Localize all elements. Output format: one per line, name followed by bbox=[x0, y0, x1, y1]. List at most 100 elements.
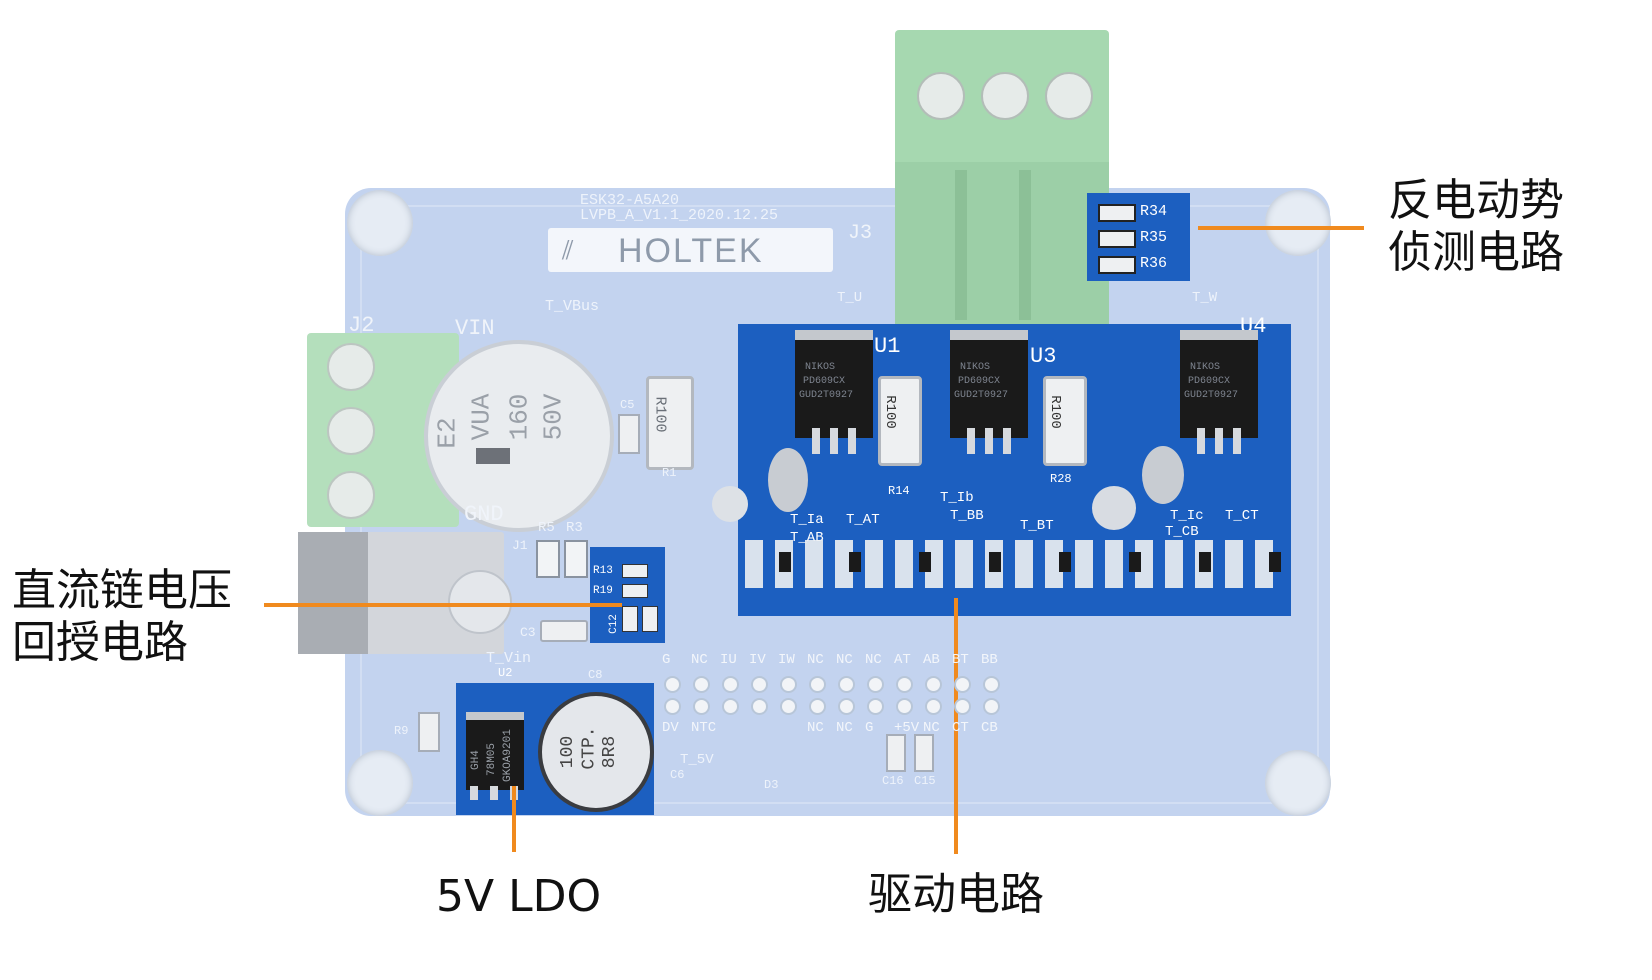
pin-header bbox=[660, 650, 1000, 730]
ldo-chip: GH4 78M05 GKOA9201 bbox=[466, 712, 524, 790]
resistor-r3 bbox=[564, 540, 588, 578]
terminal-front-face bbox=[895, 162, 1109, 328]
vin-label: VIN bbox=[455, 316, 495, 341]
c6-label: C6 bbox=[670, 768, 685, 782]
header-pin bbox=[693, 676, 710, 693]
smd-part bbox=[642, 606, 658, 632]
solder-joint bbox=[1142, 446, 1184, 504]
tct-label: T_CT bbox=[1225, 508, 1259, 524]
mounting-hole-bottom-left bbox=[347, 750, 413, 816]
header-pin bbox=[693, 698, 710, 715]
header-top-label: IW bbox=[778, 652, 795, 668]
t5v-label: T_5V bbox=[680, 752, 714, 768]
tw-label: T_W bbox=[1192, 290, 1218, 306]
small-cap-line3: 8R8 bbox=[600, 735, 621, 769]
header-top-label: NC bbox=[836, 652, 853, 668]
r1-label: R1 bbox=[662, 466, 677, 480]
tcb-label: T_CB bbox=[1165, 524, 1199, 540]
terminal-divider bbox=[1019, 170, 1031, 320]
tic-label: T_Ic bbox=[1170, 508, 1204, 524]
header-bottom-label: CB bbox=[981, 720, 998, 736]
callout-dclink-line1: 直流链电压 bbox=[12, 565, 232, 616]
header-bottom-label: NC bbox=[836, 720, 853, 736]
c16-label: C16 bbox=[882, 774, 904, 788]
screw-icon bbox=[327, 343, 375, 391]
header-pin bbox=[838, 698, 855, 715]
header-bottom-label: NTC bbox=[691, 720, 717, 736]
board-version-label: LVPB_A_V1.1_2020.12.25 bbox=[580, 207, 779, 224]
dc-jack-body bbox=[298, 532, 368, 654]
tat-label: T_AT bbox=[846, 512, 880, 528]
header-pin bbox=[983, 676, 1000, 693]
u1-label: U1 bbox=[874, 334, 901, 359]
mosfet-text-3: GUD2T0927 bbox=[799, 390, 854, 401]
header-pin bbox=[664, 676, 681, 693]
tu-label: T_U bbox=[837, 290, 863, 306]
electrolytic-capacitor-large bbox=[424, 340, 614, 532]
terminal-divider bbox=[955, 170, 967, 320]
r34-label: R34 bbox=[1140, 203, 1168, 220]
header-top-label: BT bbox=[952, 652, 969, 668]
r3-label: R3 bbox=[566, 520, 583, 536]
mosfet-legs bbox=[967, 428, 1011, 454]
callout-line-bemf bbox=[1198, 226, 1364, 230]
smd-part bbox=[622, 584, 648, 598]
r100-label: R100 bbox=[651, 396, 669, 433]
holtek-logo-mark: ⫽ bbox=[562, 236, 574, 266]
header-bottom-label: NC bbox=[923, 720, 940, 736]
header-pin bbox=[838, 676, 855, 693]
callout-line-dclink bbox=[264, 603, 622, 607]
header-top-label: NC bbox=[807, 652, 824, 668]
smd-part bbox=[1098, 204, 1136, 222]
holtek-logo: ⫽ HOLTEK bbox=[548, 228, 833, 272]
mosfet-text-3: GUD2T0927 bbox=[1184, 390, 1239, 401]
r13-label: R13 bbox=[593, 565, 613, 577]
j3-label: J3 bbox=[848, 222, 873, 245]
resistor-r9 bbox=[418, 712, 440, 752]
capacitor-c15 bbox=[914, 734, 934, 772]
solder-joint bbox=[768, 448, 808, 512]
header-top-label: BB bbox=[981, 652, 998, 668]
smd-part bbox=[622, 606, 638, 632]
header-pin bbox=[896, 676, 913, 693]
mounting-hole-top-right bbox=[1265, 190, 1331, 256]
header-top-label: IU bbox=[720, 652, 737, 668]
mosfet-legs bbox=[1197, 428, 1241, 454]
u3-label: U3 bbox=[1030, 344, 1057, 369]
screw-icon bbox=[917, 72, 965, 120]
r36-label: R36 bbox=[1140, 255, 1168, 272]
ldo-text-3: GKOA9201 bbox=[502, 729, 514, 782]
header-pin bbox=[954, 676, 971, 693]
r100-label: R100 bbox=[881, 395, 898, 429]
capacitor-c16 bbox=[886, 734, 906, 772]
c5-label: C5 bbox=[620, 398, 635, 412]
shunt-resistor-r1 bbox=[646, 376, 694, 470]
header-pin bbox=[664, 698, 681, 715]
callout-ldo: 5V LDO bbox=[436, 871, 602, 922]
smd-part bbox=[622, 564, 648, 578]
big-cap-line4: 50V bbox=[538, 393, 569, 441]
header-pin bbox=[780, 676, 797, 693]
c3-label: C3 bbox=[520, 625, 536, 640]
header-pin bbox=[751, 676, 768, 693]
tia-label: T_Ia bbox=[790, 512, 824, 528]
smd-row-driver-dark bbox=[745, 552, 1285, 572]
header-top-label: AT bbox=[894, 652, 911, 668]
smd-part bbox=[1098, 230, 1136, 248]
r28-label: R28 bbox=[1050, 472, 1072, 486]
tib-label: T_Ib bbox=[940, 490, 974, 506]
mosfet-text-2: PD609CX bbox=[803, 376, 846, 387]
dc-jack-barrel bbox=[448, 570, 512, 634]
dc-power-jack bbox=[298, 532, 512, 654]
tbt-label: T_BT bbox=[1020, 518, 1054, 534]
header-pin bbox=[722, 676, 739, 693]
r5-label: R5 bbox=[538, 520, 555, 536]
header-pin bbox=[780, 698, 797, 715]
u2-label: U2 bbox=[498, 666, 513, 680]
header-pin bbox=[896, 698, 913, 715]
mosfet-u4: NIKOS PD609CX GUD2T0927 bbox=[1180, 330, 1258, 438]
r14-label: R14 bbox=[888, 484, 910, 498]
header-top-label: G bbox=[662, 652, 671, 668]
r35-label: R35 bbox=[1140, 229, 1168, 246]
gnd-label: GND bbox=[464, 502, 504, 527]
